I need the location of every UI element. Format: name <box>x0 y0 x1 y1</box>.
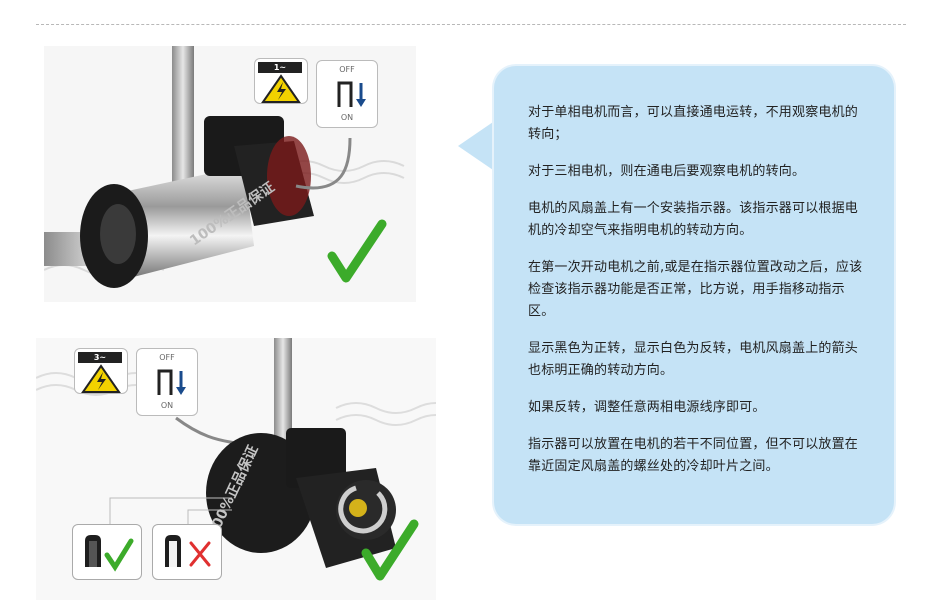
single-phase-motor-image: 100%正品保证 1~ OFF ON <box>44 46 416 302</box>
switch-off-label: OFF <box>159 353 175 362</box>
indicator-wrong-box <box>152 524 222 580</box>
instruction-paragraph: 在第一次开动电机之前,或是在指示器位置改动之后，应该检查该指示器功能是否正常，比… <box>528 260 863 319</box>
high-voltage-icon <box>81 364 121 393</box>
indicator-white-cross-icon <box>165 535 211 567</box>
instruction-paragraph: 显示黑色为正转，显示白色为反转，电机风扇盖上的箭头也标明正确的转动方向。 <box>528 341 859 378</box>
three-phase-motor-image: 100%正品保证 3~ OFF ON <box>36 338 436 600</box>
instructions-text: 对于单相电机而言，可以直接通电运转，不用观察电机的转向； 对于三相电机，则在通电… <box>528 102 868 493</box>
single-phase-motor-illustration: 100%正品保证 <box>44 46 405 288</box>
rotation-indicator-switch: OFF ON <box>316 60 378 128</box>
high-voltage-icon <box>261 74 301 103</box>
instruction-paragraph: 对于三相电机，则在通电后要观察电机的转向。 <box>528 164 806 179</box>
rotation-indicator-switch: OFF ON <box>136 348 198 416</box>
check-icon <box>327 219 387 283</box>
phase-label: 1~ <box>258 62 302 73</box>
single-phase-warning-sign: 1~ <box>254 58 308 104</box>
switch-on-label: ON <box>340 113 354 122</box>
dashed-divider <box>36 24 906 25</box>
switch-off-label: OFF <box>339 65 355 74</box>
callout-pointer <box>458 120 496 172</box>
instruction-paragraph: 对于单相电机而言，可以直接通电运转，不用观察电机的转向； <box>528 105 859 142</box>
switch-on-label: ON <box>160 401 174 410</box>
indicator-black-check-icon <box>85 535 134 572</box>
check-icon <box>361 519 419 581</box>
instruction-paragraph: 电机的风扇盖上有一个安装指示器。该指示器可以根据电机的冷却空气来指明电机的转动方… <box>528 201 859 238</box>
instruction-paragraph: 指示器可以放置在电机的若干不同位置，但不可以放置在靠近固定风扇盖的螺丝处的冷却叶… <box>528 437 859 474</box>
indicator-correct-box <box>72 524 142 580</box>
phase-label: 3~ <box>78 352 122 363</box>
instructions-callout: 对于单相电机而言，可以直接通电运转，不用观察电机的转向； 对于三相电机，则在通电… <box>494 66 894 524</box>
indicator-arrow-icon <box>157 369 186 395</box>
indicator-arrow-icon <box>337 81 366 107</box>
three-phase-warning-sign: 3~ <box>74 348 128 394</box>
three-phase-motor-illustration: 100%正品保证 <box>36 338 436 581</box>
instruction-paragraph: 如果反转，调整任意两相电源线序即可。 <box>528 400 766 415</box>
